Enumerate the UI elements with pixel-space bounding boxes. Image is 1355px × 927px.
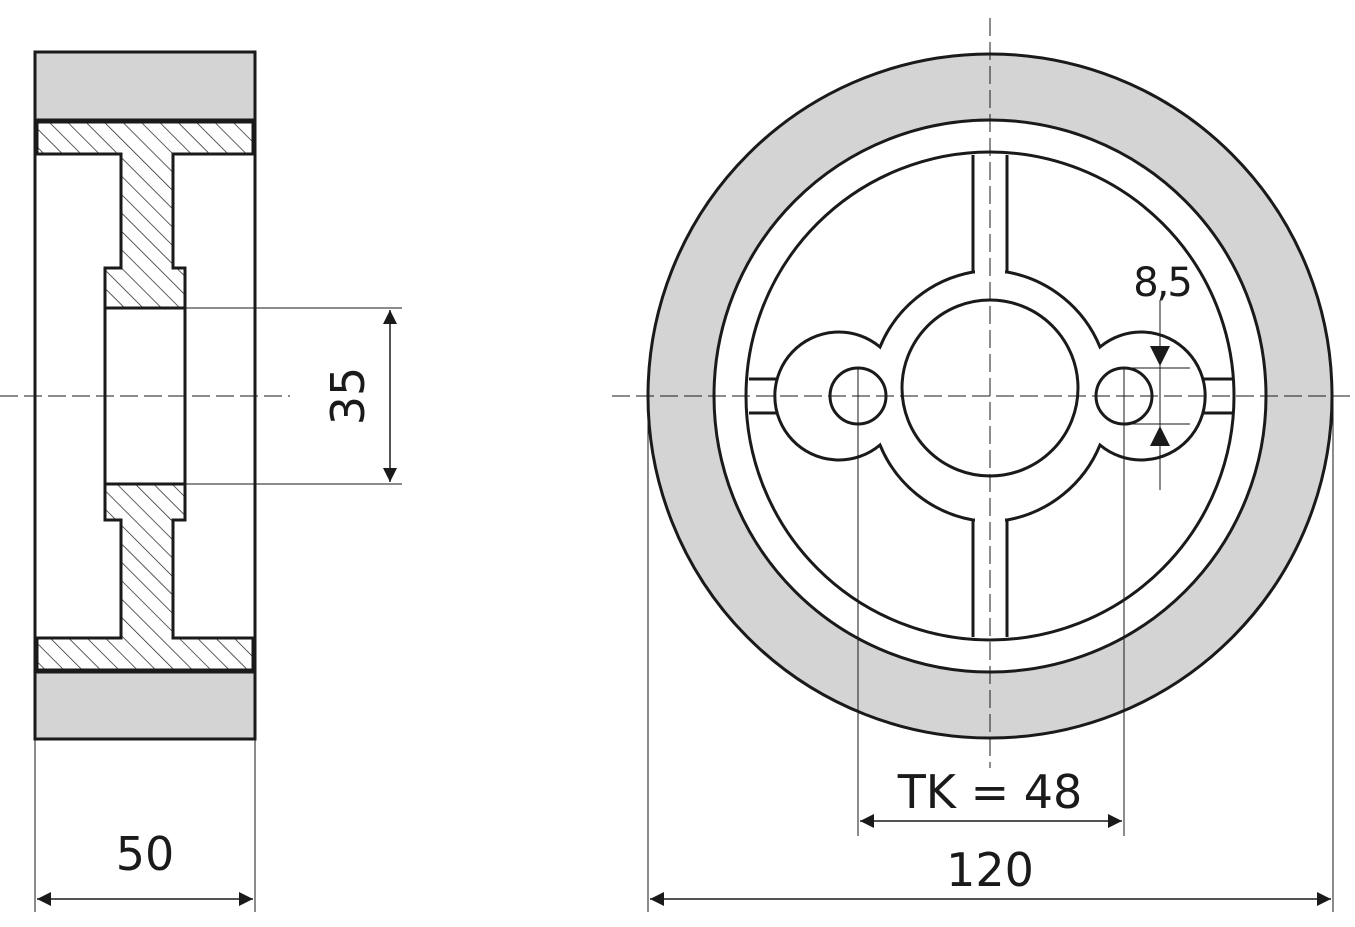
width-dimension-label: 50 [116,827,175,881]
front-view: TK = 48 120 8,5 [612,18,1355,912]
bolt-circle-dimension-label: TK = 48 [897,765,1083,819]
side-section-view: 35 50 [0,50,402,912]
tread-top [33,50,257,122]
hole-arrow-bottom [1150,426,1170,446]
tread-bottom [33,670,257,741]
outer-diameter-dimension-label: 120 [946,843,1034,897]
bore-dimension-label: 35 [321,367,375,426]
hole-arrow-top [1150,346,1170,366]
hole-dimension-label: 8,5 [1133,260,1191,306]
